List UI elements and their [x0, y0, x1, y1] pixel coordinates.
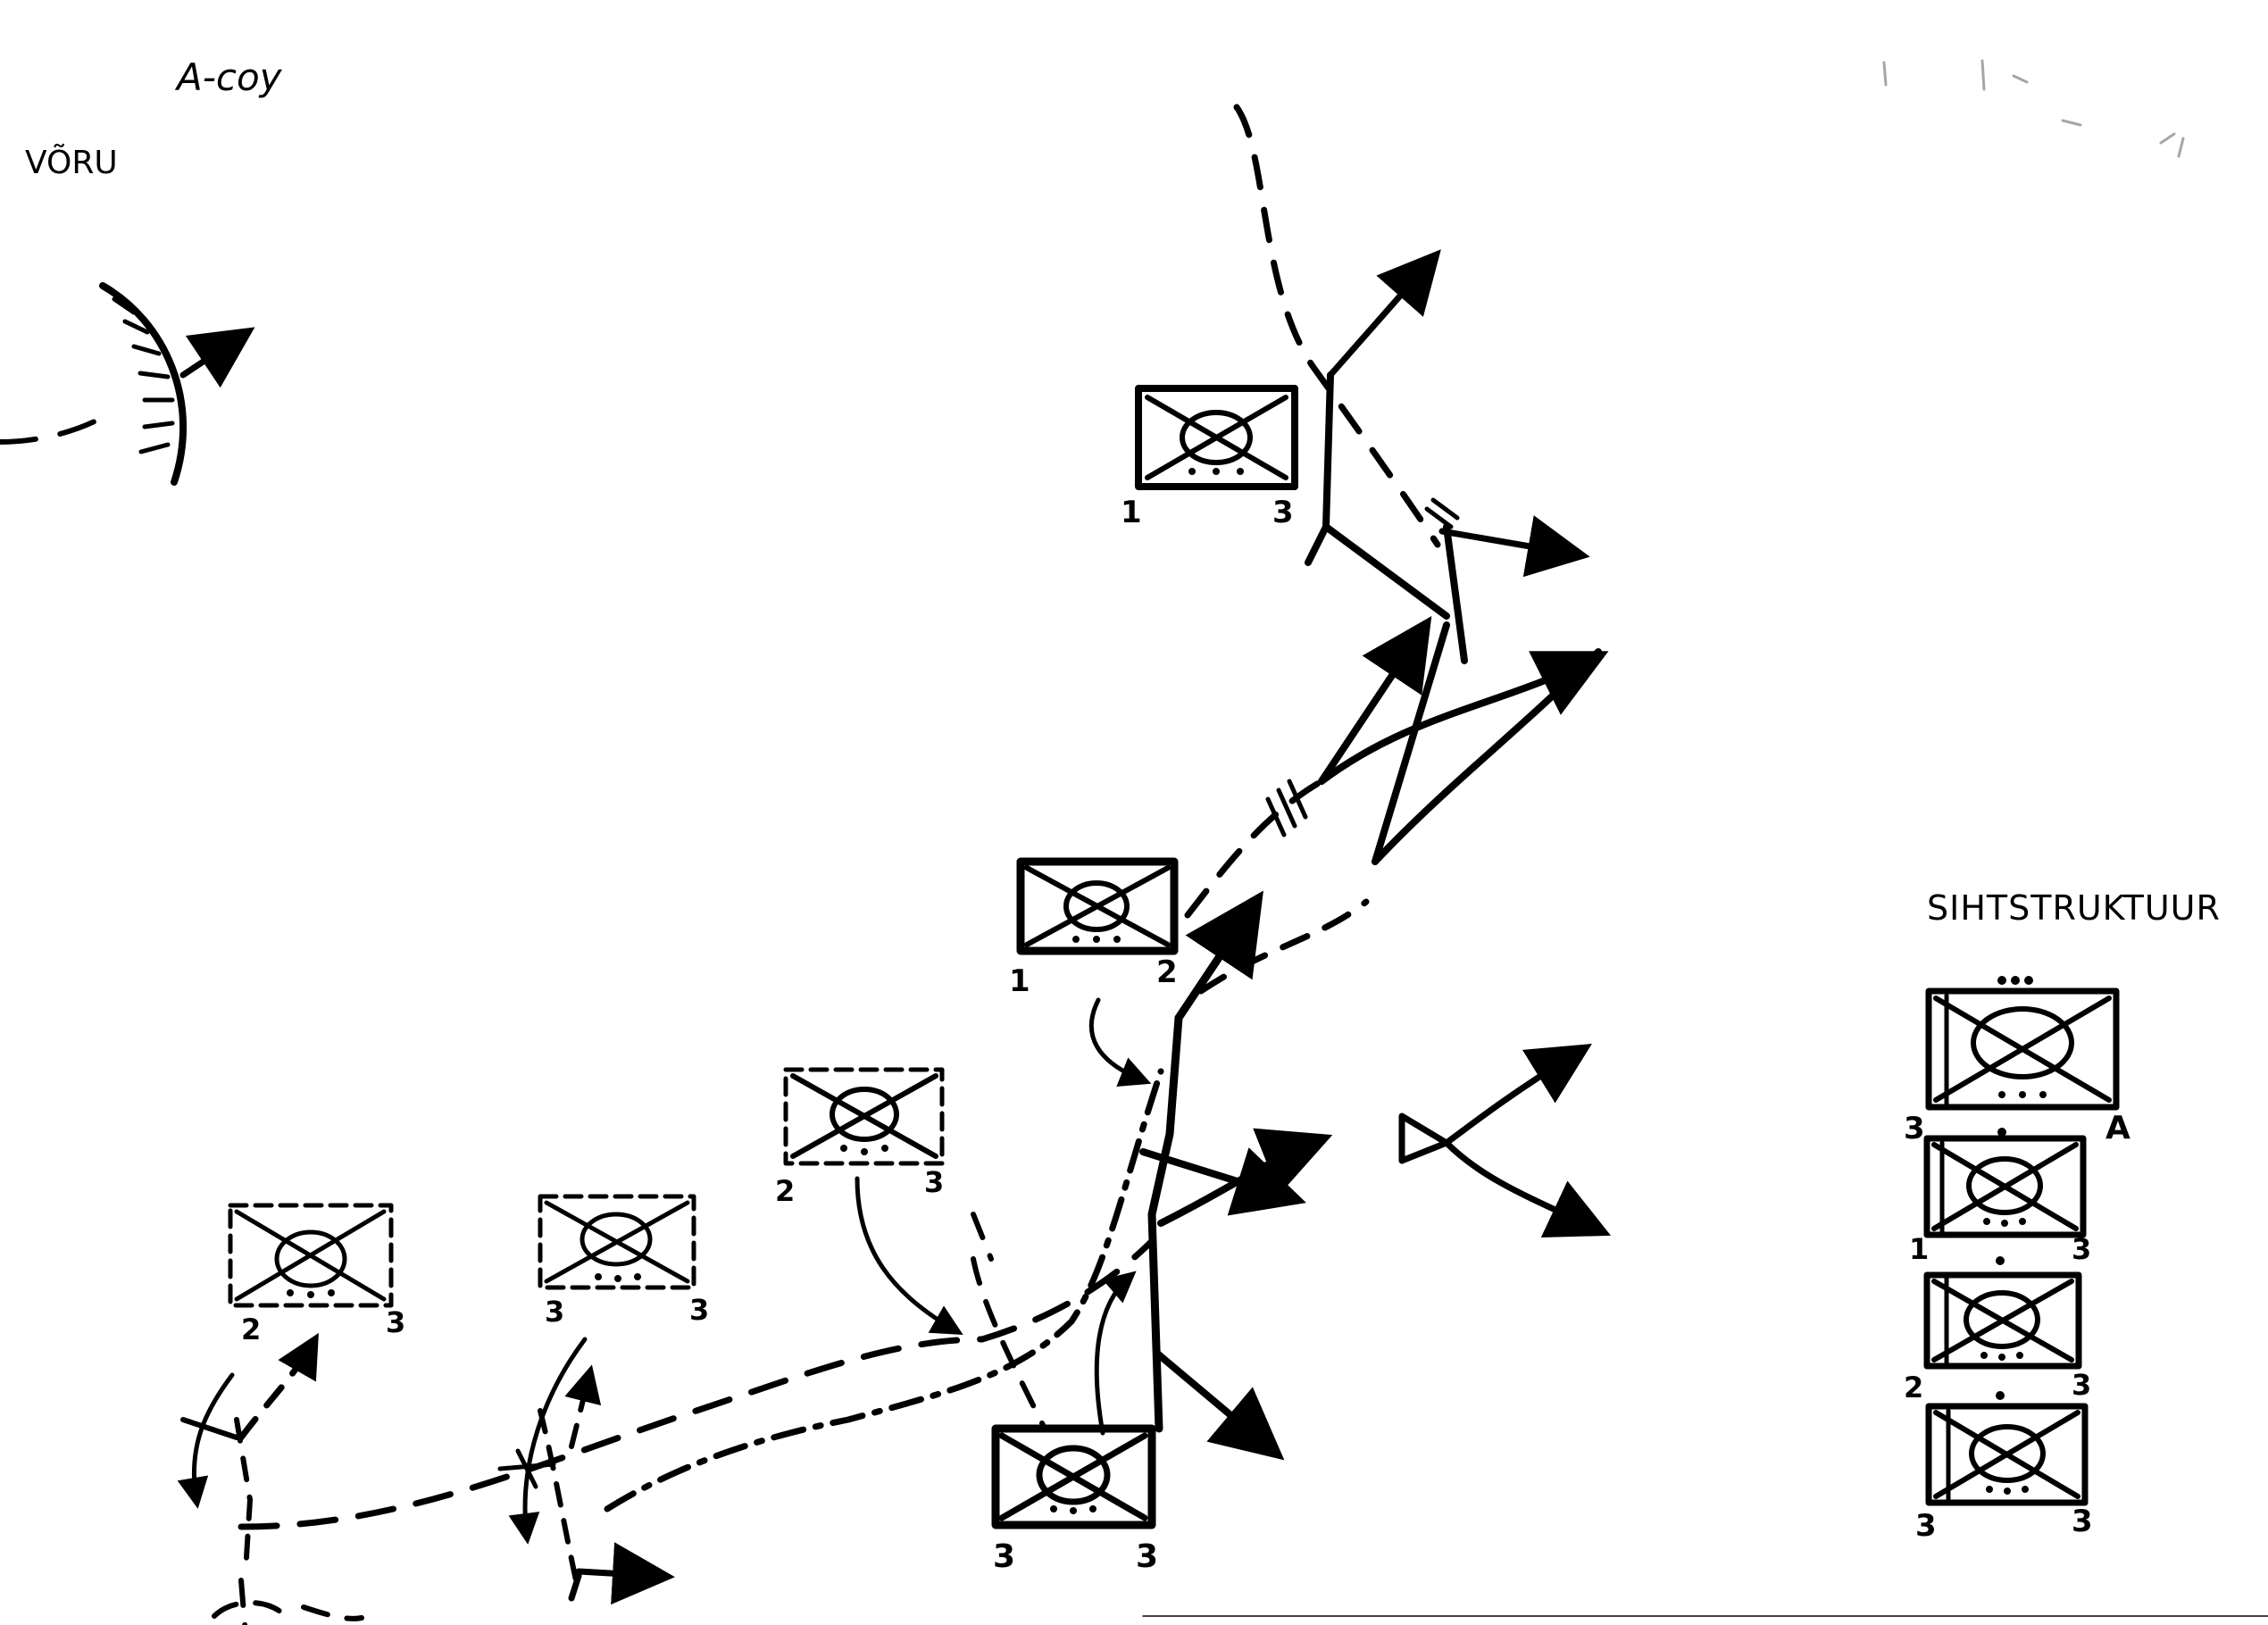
legend-number: 3 [1915, 1508, 1937, 1544]
route-upper [1233, 104, 1590, 664]
unit-number: 2 [241, 1312, 261, 1346]
unit-symbol: 3 3 [538, 1194, 709, 1329]
unit-symbol: 2 3 [775, 1067, 945, 1208]
unit-number: 3 [689, 1293, 709, 1327]
unit-number: 3 [386, 1305, 405, 1339]
unit-number: 3 [924, 1165, 944, 1199]
legend-unit: 2 3 [1904, 1271, 2091, 1404]
unit-number: 3 [993, 1538, 1015, 1575]
unit-symbol: 2 3 [228, 1203, 405, 1346]
place-label: VÕRU [25, 145, 118, 181]
unit-number: 3 [545, 1295, 564, 1329]
obstacle-arc [0, 282, 255, 486]
main-axis [1139, 890, 1370, 1461]
legend-number: 3 [1904, 1111, 1925, 1146]
unit-number: 2 [1156, 954, 1178, 990]
unit-number: 1 [1009, 963, 1030, 999]
legend-number: 3 [2072, 1232, 2091, 1266]
unit-number: 3 [1136, 1538, 1158, 1575]
unit-number: 1 [1121, 495, 1142, 530]
unit-number: 2 [775, 1174, 795, 1208]
legend: 3 A 1 3 2 3 [1904, 976, 2130, 1544]
legend-number: 2 [1904, 1371, 1923, 1404]
unit-number: 3 [1272, 495, 1294, 530]
unit-symbol: 3 3 [991, 1424, 1158, 1575]
legend-number: 3 [2072, 1504, 2093, 1539]
legend-number: A [2105, 1110, 2130, 1146]
legend-title: SIHTSTRUKTUUR [1927, 888, 2221, 928]
legend-unit: 3 A [1904, 988, 2130, 1146]
legend-number: 3 [2072, 1368, 2091, 1402]
enemy-v [1398, 1043, 1612, 1238]
legend-number: 1 [1909, 1232, 1929, 1266]
unit-symbol: 1 3 [1121, 385, 1298, 530]
lower-routes [177, 997, 2268, 1625]
legend-unit: 3 3 [1915, 1403, 2093, 1544]
unit-symbol: 1 2 [1009, 857, 1179, 999]
scan-marks [1882, 59, 2185, 158]
unit-label: A-coy [177, 55, 282, 99]
legend-unit: 1 3 [1909, 1135, 2091, 1266]
cross-arrows [1184, 616, 1609, 919]
